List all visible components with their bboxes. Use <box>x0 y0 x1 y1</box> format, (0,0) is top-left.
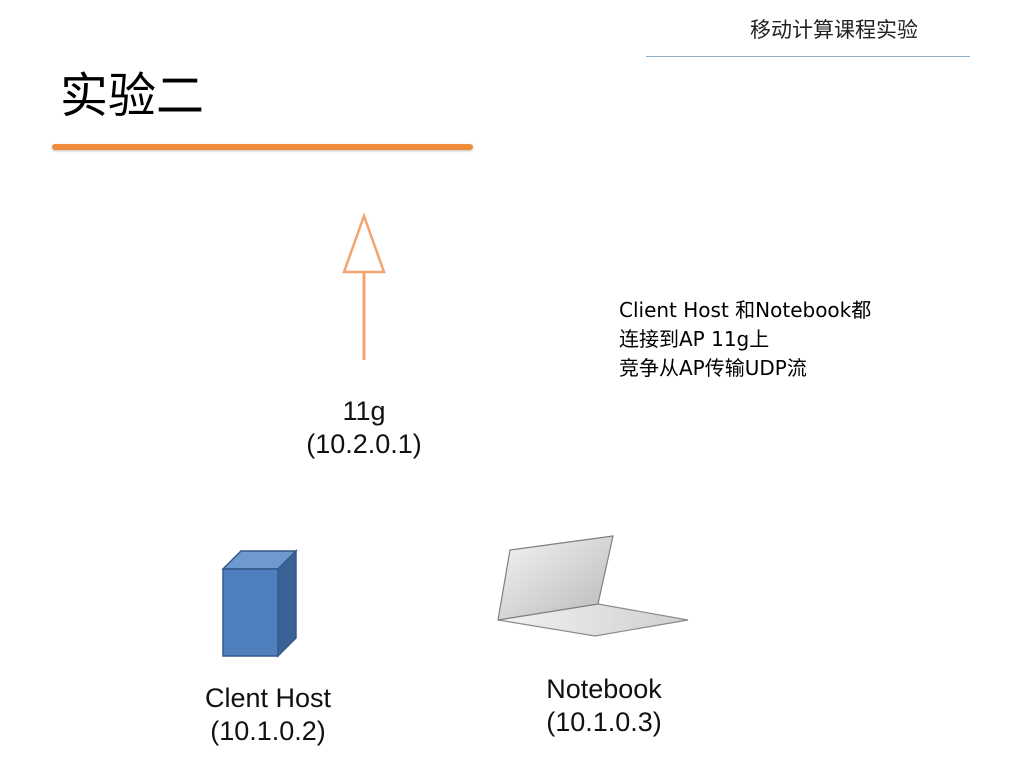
title-underline <box>52 144 473 150</box>
ap-name: 11g <box>342 396 386 426</box>
notebook-name: Notebook <box>546 674 662 704</box>
note-line: 连接到AP 11g上 <box>619 327 770 351</box>
header-divider <box>646 56 970 57</box>
course-title: 移动计算课程实验 <box>750 18 918 42</box>
arrow-up-icon <box>342 212 386 360</box>
client-host-name: Clent Host <box>204 683 332 713</box>
notebook-label: Notebook (10.1.0.3) <box>504 673 704 739</box>
description-note: Client Host 和Notebook都 连接到AP 11g上 竞争从AP传… <box>619 296 871 383</box>
notebook-ip: (10.1.0.3) <box>546 707 662 737</box>
note-line: Client Host 和Notebook都 <box>619 298 872 322</box>
ap-label: 11g (10.2.0.1) <box>264 395 464 461</box>
slide-title: 实验二 <box>60 68 205 124</box>
server-icon <box>221 549 298 658</box>
client-host-ip: (10.1.0.2) <box>210 716 326 746</box>
ap-ip: (10.2.0.1) <box>306 429 422 459</box>
client-host-label: Clent Host (10.1.0.2) <box>168 682 368 748</box>
laptop-icon <box>497 535 689 637</box>
note-line: 竞争从AP传输UDP流 <box>619 356 807 380</box>
